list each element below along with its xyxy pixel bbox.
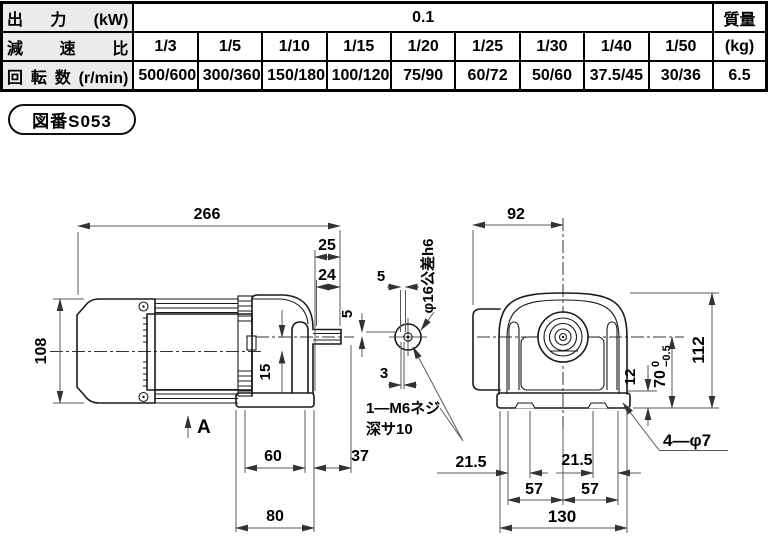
tap-callout-leader xyxy=(412,346,464,442)
cover-screw-icon xyxy=(138,301,149,312)
tap-callout-line2: 深サ10 xyxy=(366,420,413,438)
dim-foot-width-front: 130 xyxy=(548,507,576,526)
dim-37: 37 xyxy=(351,448,369,465)
row-speed: 回転数(r/min) 500/600 300/360 150/180 100/1… xyxy=(0,60,768,92)
front-view: 92 112 70 0 −0.5 12 4—φ7 21.5 21.5 xyxy=(437,206,728,533)
dim-92: 92 xyxy=(507,206,525,223)
speed-label: 回転数(r/min) xyxy=(0,60,135,92)
dim-3: 3 xyxy=(380,365,388,382)
speed-cell: 100/120 xyxy=(325,60,392,92)
speed-cell: 37.5/45 xyxy=(583,60,650,92)
dim-21-5-left: 21.5 xyxy=(455,454,486,471)
speed-cell: 60/72 xyxy=(454,60,521,92)
dim-key-height: 5 xyxy=(339,310,356,318)
row-ratio: 減速比 1/3 1/5 1/10 1/15 1/20 1/25 1/30 1/4… xyxy=(0,31,768,62)
output-shaft xyxy=(312,328,342,345)
row-output: 出力(kW) 0.1 質量 xyxy=(0,1,768,33)
spec-table: 出力(kW) 0.1 質量 減速比 1/3 1/5 1/10 1/15 1/20… xyxy=(0,1,768,92)
tap-callout-line1: 1—M6ネジ xyxy=(366,400,440,417)
side-view-dimensions: 266 25 24 108 15 A 60 37 80 xyxy=(33,206,369,532)
ratio-cell: 1/30 xyxy=(518,31,586,62)
shaft-center-dot xyxy=(406,335,410,339)
shaft-key-lines xyxy=(313,332,341,341)
speed-cell: 300/360 xyxy=(196,60,264,92)
dim-shaft-height-tol-upper: 0 xyxy=(650,361,662,367)
housing-slot-right xyxy=(606,321,618,390)
fan-cover-outline xyxy=(76,298,156,404)
shaft-end-detail: 5 5 3 φ16公差h6 1—M6ネジ 深サ10 xyxy=(339,239,464,442)
dim-shaft-height-group: 70 0 −0.5 xyxy=(650,345,673,388)
ratio-cell: 1/3 xyxy=(132,31,199,62)
speed-cell: 75/90 xyxy=(389,60,457,92)
motor-body-fins xyxy=(155,298,238,404)
front-view-dimensions: 92 112 70 0 −0.5 12 4—φ7 21.5 21.5 xyxy=(437,206,728,533)
dim-12: 12 xyxy=(622,369,639,386)
mounting-foot xyxy=(235,392,315,408)
housing-slot-left xyxy=(508,321,520,390)
housing-dome-inner xyxy=(506,299,620,394)
dim-25: 25 xyxy=(318,237,336,254)
drawing-number-badge: 図番S053 xyxy=(8,104,136,135)
ratio-cell: 1/15 xyxy=(325,31,392,62)
holes-callout: 4—φ7 xyxy=(663,431,711,450)
mass-label: 質量 xyxy=(712,1,768,33)
dim-bolt-span: 60 xyxy=(264,448,282,465)
dim-shaft-height-tol-lower: −0.5 xyxy=(661,345,673,367)
dim-21-5-right: 21.5 xyxy=(561,452,592,469)
housing-slot xyxy=(291,321,309,394)
ratio-cell: 1/25 xyxy=(454,31,521,62)
shaft-bore-circle xyxy=(558,332,568,342)
ratio-cell: 1/50 xyxy=(647,31,715,62)
dim-foot-width: 80 xyxy=(266,508,284,525)
dim-57-left: 57 xyxy=(525,481,543,498)
dimension-drawing: 266 25 24 108 15 A 60 37 80 xyxy=(33,206,728,533)
base-plate xyxy=(496,392,631,409)
base-hole-notch xyxy=(587,402,609,409)
dim-motor-height: 108 xyxy=(33,338,50,365)
speed-cell: 150/180 xyxy=(261,60,328,92)
dim-shaft-height: 70 xyxy=(652,370,669,388)
cover-screw-dot xyxy=(142,395,145,399)
view-arrow-label: A xyxy=(197,417,211,438)
shaft-circle xyxy=(554,328,572,346)
side-view: 266 25 24 108 15 A 60 37 80 xyxy=(33,206,369,532)
cover-screw-icon xyxy=(138,391,149,403)
front-center-dot xyxy=(561,335,565,339)
speed-cell: 50/60 xyxy=(518,60,586,92)
speed-cell: 30/36 xyxy=(647,60,715,92)
gear-housing-outline xyxy=(251,294,314,397)
mass-unit: (kg) xyxy=(712,31,768,62)
ratio-label: 減速比 xyxy=(0,31,135,62)
shaft-end-circle xyxy=(394,323,422,351)
housing-dome-outer xyxy=(498,292,628,395)
dim-57-right: 57 xyxy=(581,481,599,498)
dim-overall-length: 266 xyxy=(194,206,221,223)
boss-circle xyxy=(543,317,583,357)
dim-key-width: 5 xyxy=(377,268,385,285)
stator-serrations xyxy=(143,317,147,387)
ratio-cell: 1/20 xyxy=(389,31,457,62)
cover-screw-dot xyxy=(142,305,145,308)
dim-overall-height: 112 xyxy=(689,336,708,363)
ratio-cell: 1/5 xyxy=(196,31,264,62)
motor-rear-outline xyxy=(472,308,501,391)
ratio-cell: 1/10 xyxy=(261,31,328,62)
output-label: 出力(kW) xyxy=(0,1,135,33)
gear-housing-inner-line xyxy=(252,298,309,325)
ratio-cell: 1/40 xyxy=(583,31,650,62)
dim-24: 24 xyxy=(318,267,336,284)
gearbox-rib-lines xyxy=(238,300,252,392)
output-value: 0.1 xyxy=(132,1,715,33)
speed-cell: 500/600 xyxy=(132,60,199,92)
shaft-tolerance-label: φ16公差h6 xyxy=(419,239,437,314)
tap-hole-circle xyxy=(403,332,413,342)
dim-axis-offset: 15 xyxy=(257,364,274,381)
drawing-number-text: 図番S053 xyxy=(32,112,112,131)
mass-value: 6.5 xyxy=(712,60,768,92)
base-hole-notch xyxy=(514,402,536,409)
